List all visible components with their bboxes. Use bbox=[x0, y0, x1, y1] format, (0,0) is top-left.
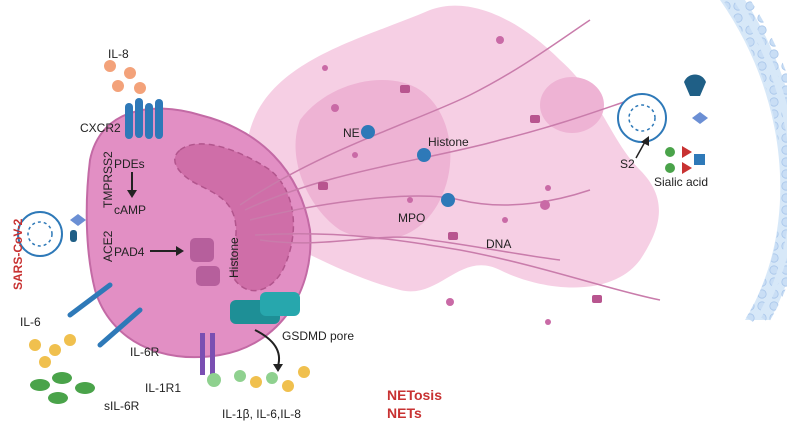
label-sars-cov2: SARS-CoV-2 bbox=[11, 218, 25, 290]
label-mpo: MPO bbox=[398, 211, 425, 225]
particles bbox=[322, 36, 551, 325]
released-cytokines bbox=[234, 366, 310, 392]
il8-molecules bbox=[104, 60, 146, 94]
dna-strands bbox=[239, 19, 661, 303]
il1r1-receptor bbox=[200, 333, 221, 387]
label-sialic-acid: Sialic acid bbox=[654, 175, 708, 189]
sialic-acid bbox=[665, 146, 705, 174]
label-histone-cell: Histone bbox=[227, 237, 241, 278]
ne-enzyme bbox=[361, 125, 455, 207]
label-netosis: NETosis bbox=[387, 387, 442, 403]
label-il8: IL-8 bbox=[108, 47, 129, 61]
label-il6r: IL-6R bbox=[130, 345, 160, 359]
cell-membrane bbox=[720, 0, 787, 323]
il6-molecules bbox=[29, 334, 76, 368]
sars-cov2-virus bbox=[17, 211, 86, 257]
label-dna: DNA bbox=[486, 237, 511, 251]
label-histone-net: Histone bbox=[428, 135, 469, 149]
label-il6: IL-6 bbox=[20, 315, 41, 329]
release-arrow bbox=[254, 329, 283, 372]
il6r-receptors bbox=[67, 282, 143, 348]
s2-arrow bbox=[635, 136, 649, 159]
label-pdes: PDEs bbox=[114, 157, 145, 171]
histone-granules bbox=[190, 238, 220, 286]
label-cxcr2: CXCR2 bbox=[80, 121, 121, 135]
label-cytokines: IL-1β, IL-6,IL-8 bbox=[222, 407, 301, 421]
label-sil6r: sIL-6R bbox=[104, 399, 140, 413]
label-il1r1: IL-1R1 bbox=[145, 381, 181, 395]
net-blob bbox=[540, 77, 604, 133]
pdes-arrow bbox=[127, 172, 137, 198]
cxcr2-receptor bbox=[125, 98, 163, 139]
label-camp: cAMP bbox=[114, 203, 146, 217]
label-gsdmd: GSDMD pore bbox=[282, 329, 354, 343]
pad4-arrow bbox=[150, 246, 184, 256]
neutrophil-cell bbox=[85, 107, 312, 359]
gsdmd-pore bbox=[230, 292, 300, 324]
label-pad4: PAD4 bbox=[114, 245, 145, 259]
label-nets: NETs bbox=[387, 405, 422, 421]
label-ace2: ACE2 bbox=[101, 230, 115, 262]
nucleus bbox=[174, 143, 295, 292]
sars-cov2-virus-membrane bbox=[617, 74, 708, 143]
sil6r-molecules bbox=[30, 372, 95, 404]
label-s2: S2 bbox=[620, 157, 635, 171]
label-tmprss2: TMPRSS2 bbox=[101, 151, 115, 208]
label-ne: NE bbox=[343, 126, 360, 140]
